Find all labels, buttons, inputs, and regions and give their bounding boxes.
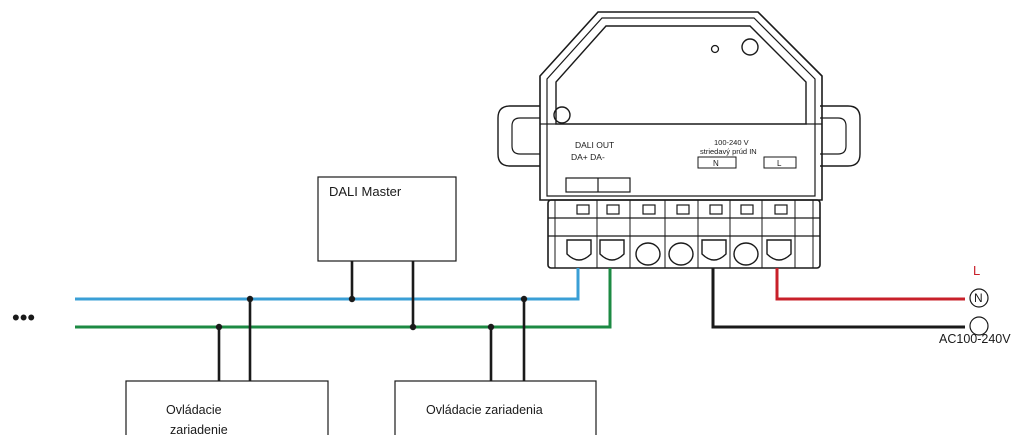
power-in-label: striedavý prúd IN	[700, 147, 757, 156]
terminal-n-label: N	[713, 159, 719, 168]
dali-bus-minus-wire	[75, 268, 612, 329]
mains-n-label: N	[974, 291, 983, 305]
mains-terminals: L N AC100-240V	[939, 263, 1011, 346]
left-mounting-ear	[497, 105, 540, 167]
right-mounting-ear	[820, 105, 861, 167]
terminal-wire-holes	[566, 239, 792, 266]
screw-hole-small	[710, 44, 720, 54]
mains-l-label: L	[973, 263, 980, 278]
terminal-n-box	[697, 156, 737, 169]
control-device-2: Ovládacie zariadenia	[394, 380, 597, 435]
mains-voltage-label: AC100-240V	[939, 332, 1011, 346]
dali-out-label: DALI OUT	[575, 140, 614, 150]
dali-terminals-label: DA+ DA-	[571, 152, 605, 162]
terminal-strip	[547, 199, 821, 269]
live-terminal-icon	[969, 288, 989, 308]
junction-dots	[215, 295, 528, 331]
control-device-1-label-line2: zariadenie	[170, 423, 228, 435]
live-wire	[775, 268, 965, 301]
module-outer-body	[539, 11, 823, 201]
neutral-wire	[711, 268, 965, 329]
screw-hole-top	[741, 38, 759, 56]
control-device-1: Ovládacie zariadenie	[125, 380, 329, 435]
dali-bus-plus-wire	[75, 268, 580, 301]
terminal-l-box	[763, 156, 797, 169]
dali-master-box: DALI Master	[317, 176, 457, 262]
control-device-2-label: Ovládacie zariadenia	[426, 403, 543, 417]
terminal-l-label: L	[777, 159, 782, 168]
dali-module	[497, 11, 861, 201]
terminal-screws	[576, 204, 788, 215]
screw-hole-left	[553, 106, 571, 124]
bus-continuation-dots: •••	[12, 305, 35, 330]
power-in-voltage: 100-240 V	[714, 138, 749, 147]
dali-master-label: DALI Master	[329, 184, 402, 199]
neutral-terminal-icon	[969, 316, 989, 336]
module-lid	[555, 25, 807, 125]
control-device-1-label-line1: Ovládacie	[166, 403, 222, 417]
